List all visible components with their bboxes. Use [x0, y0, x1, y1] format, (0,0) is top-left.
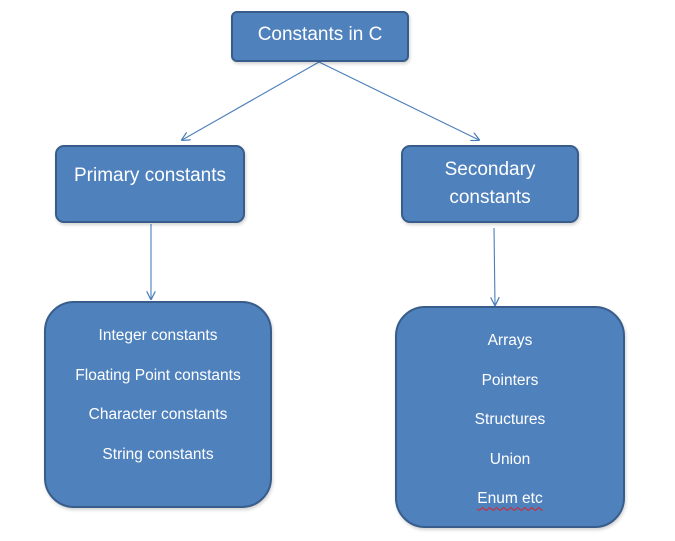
root-node: Constants in C: [231, 11, 409, 62]
primary-constants-node: Primary constants: [55, 145, 245, 223]
list-item-union: Union: [489, 450, 531, 468]
secondary-constants-list: Arrays Pointers Structures Union Enum et…: [395, 306, 625, 528]
list-item-pointers: Pointers: [481, 371, 539, 389]
list-item-structures: Structures: [474, 411, 546, 429]
arrow-root-to-secondary: [318, 61, 479, 140]
primary-constants-label: Primary constants: [73, 165, 227, 186]
list-item-enum-etc: Enum etc: [397, 484, 623, 524]
secondary-constants-node: Secondary constants: [401, 145, 579, 223]
enum-etc-text: Enum etc: [477, 490, 543, 508]
primary-constants-list: Integer constants Floating Point constan…: [44, 301, 272, 508]
list-item-arrays: Arrays: [487, 332, 533, 349]
arrow-secondary-to-list: [494, 227, 495, 305]
list-item-string-constants: String constants: [102, 445, 214, 463]
list-item-floating-point-constants: Floating Point constants: [75, 366, 241, 384]
list-item-integer-constants: Integer constants: [98, 327, 218, 344]
root-node-label: Constants in C: [257, 24, 383, 45]
secondary-constants-label: Secondary constants: [444, 159, 536, 208]
list-item-character-constants: Character constants: [88, 406, 228, 424]
arrow-root-to-primary: [182, 61, 320, 140]
